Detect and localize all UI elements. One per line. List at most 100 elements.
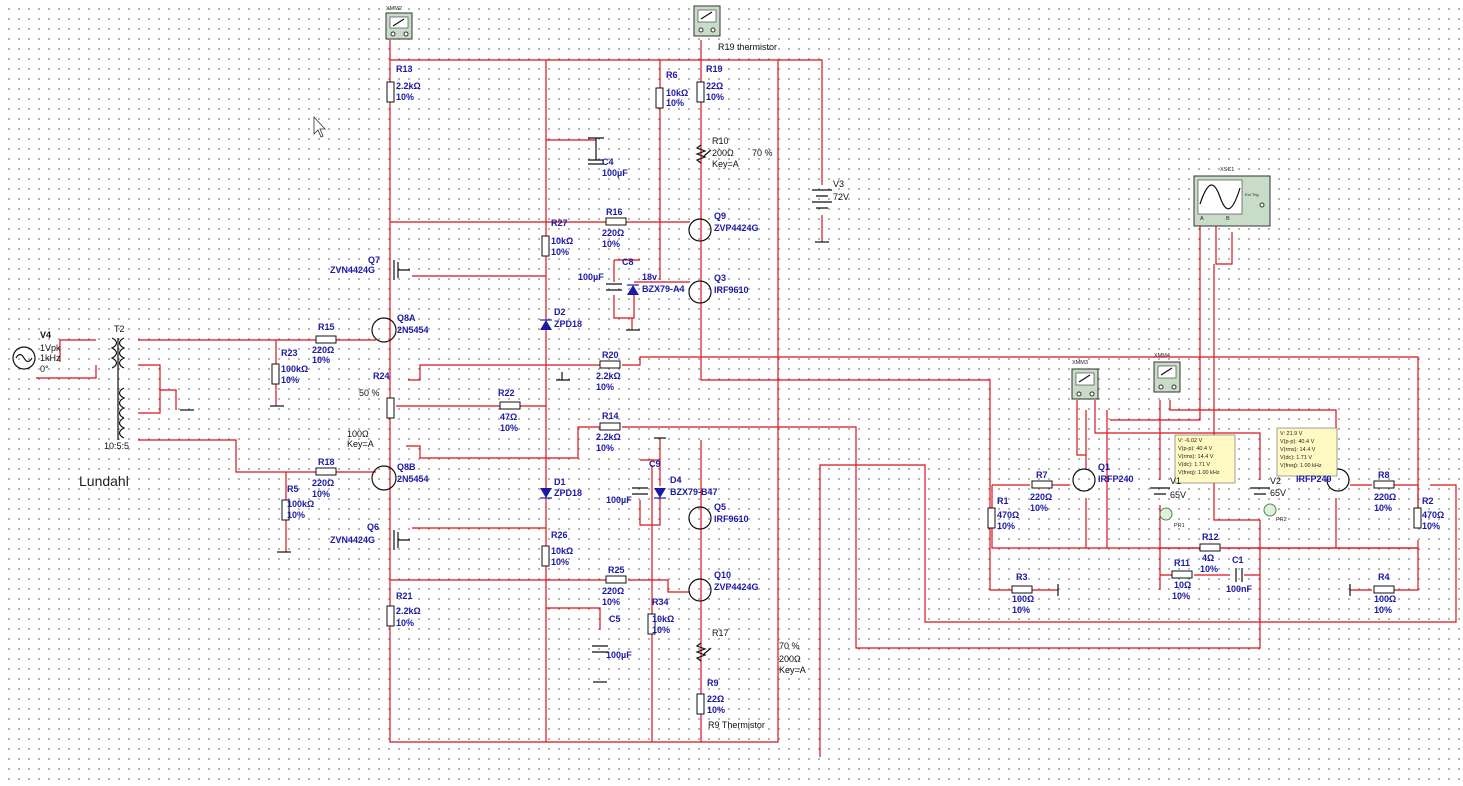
components-r19-name-label: R19 (706, 64, 723, 74)
source-symbols[interactable] (12, 189, 1277, 521)
components-r26-v-label: 10kΩ (551, 546, 573, 556)
components-c4-v-label: 100µF (602, 168, 628, 178)
xmm2-label: XMM2 (386, 6, 402, 12)
components-r7-t-label: 10% (1030, 503, 1048, 513)
components-q6-name-label: Q6 (367, 522, 379, 532)
components-q7-p-label: ZVN4424G (330, 265, 375, 275)
components-r21-v-label: 2.2kΩ (396, 606, 421, 616)
components-r8-name-label: R8 (1378, 470, 1390, 480)
lundahl-label: Lundahl (79, 473, 129, 489)
components-r10-name-label: R10 (712, 136, 729, 146)
components-r14-v-label: 2.2kΩ (596, 432, 621, 442)
components-c4-name-label: C4 (602, 157, 614, 167)
components-c9-name-label: C9 (649, 459, 661, 469)
components-r22-name-label: R22 (498, 388, 515, 398)
components-d2-p-label: ZPD18 (554, 319, 582, 329)
components-d1-name-label: D1 (554, 477, 566, 487)
components-r6-name-label: R6 (666, 70, 678, 80)
oscilloscope-xsc1[interactable]: XSC1 Ext Trig A B (1193, 167, 1271, 227)
components-r10-v-label: 200Ω (712, 148, 734, 158)
components-c8-name-label: C8 (622, 257, 634, 267)
components-r5-v-label: 100kΩ (287, 499, 314, 509)
pr1-line-4: V(freq): 1.00 kHz (1178, 470, 1220, 476)
components-r22-v-label: 47Ω (500, 412, 517, 422)
components-r25-t-label: 10% (602, 597, 620, 607)
components-r17-name-label: R17 (712, 628, 729, 638)
components-r2-t-label: 10% (1422, 521, 1440, 531)
components-r10-key-label: Key=A (712, 159, 739, 169)
resistor-symbols (271, 81, 1422, 715)
components-q6-p-label: ZVN4424G (330, 535, 375, 545)
components-r26-name-label: R26 (551, 530, 568, 540)
components-r10-pct-label: 70 % (752, 148, 773, 158)
components-r14-t-label: 10% (596, 443, 614, 453)
components-r22-t-label: 10% (500, 423, 518, 433)
components-q10-name-label: Q10 (714, 570, 731, 580)
components-r21-name-label: R21 (396, 591, 413, 601)
v3-name: V3 (833, 179, 844, 189)
wires (36, 40, 1457, 757)
components-r13-t-label: 10% (396, 92, 414, 102)
components-r27-v-label: 10kΩ (551, 236, 573, 246)
multimeter-xmm4[interactable]: XMM4 (1153, 353, 1181, 393)
components-c8-p-label: BZX79-A4 (642, 284, 685, 294)
multimeter-xmm3[interactable]: XMM3 (1071, 360, 1099, 400)
components-q7-name-label: Q7 (368, 255, 380, 265)
multimeter-xmm1[interactable] (693, 5, 721, 37)
r9-note: R9 Thermistor (708, 720, 765, 730)
components-c1-name-label: C1 (1232, 555, 1244, 565)
components-r9-v-label: 22Ω (707, 694, 724, 704)
components-r4-t-label: 10% (1374, 605, 1392, 615)
pr2-line-0: V: 21.9 V (1280, 431, 1303, 437)
v3-v: 72V (833, 192, 849, 202)
component-labels: R19 thermistor R9 Thermistor V4 1Vpk 1kH… (40, 42, 1444, 730)
components-r23-t-label: 10% (281, 375, 299, 385)
transistor-symbols[interactable] (371, 218, 1350, 602)
pr2-line-4: V(freq): 1.00 kHz (1280, 463, 1322, 469)
components-q3-p-label: IRF9610 (714, 285, 749, 295)
components-q8b-name-label: Q8B (397, 462, 416, 472)
pr1-line-2: V(rms): 14.4 V (1178, 454, 1214, 460)
v4-name: V4 (40, 330, 51, 340)
components-r24-pct-label: 50 % (359, 388, 380, 398)
components-c8-z-label: 18v (642, 272, 657, 282)
components-q9-p-label: ZVP4424G (714, 223, 759, 233)
v2-v: 65V (1270, 488, 1286, 498)
components-r34-t-label: 10% (652, 625, 670, 635)
components-r23-name-label: R23 (281, 348, 298, 358)
components-r12-name-label: R12 (1202, 532, 1219, 542)
components-r25-v-label: 220Ω (602, 586, 624, 596)
components-q2-p-label: IRFP240 (1296, 474, 1332, 484)
components-r21-t-label: 10% (396, 618, 414, 628)
v1-v: 65V (1170, 490, 1186, 500)
components-r24-v-label: 100Ω (347, 429, 369, 439)
components-r18-v-label: 220Ω (312, 478, 334, 488)
probe-pr1-readout[interactable]: V: -6.02 V V(p-p): 40.4 V V(rms): 14.4 V… (1174, 434, 1236, 484)
pr2-line-1: V(p-p): 40.4 V (1280, 439, 1315, 445)
components-r3-v-label: 100Ω (1012, 594, 1034, 604)
v2-probe: PR2 (1276, 517, 1287, 523)
components-r20-v-label: 2.2kΩ (596, 371, 621, 381)
components-r15-name-label: R15 (318, 322, 335, 332)
diode-symbols[interactable] (540, 284, 666, 499)
components-r16-v-label: 220Ω (602, 228, 624, 238)
components-q3-name-label: Q3 (714, 273, 726, 283)
components-r15-t-label: 10% (312, 355, 330, 365)
components-r19-v-label: 22Ω (706, 81, 723, 91)
components-c9-v-label: 100µF (606, 495, 632, 505)
components-r9-t-label: 10% (707, 705, 725, 715)
multimeter-xmm2[interactable]: XMM2 (385, 6, 413, 40)
components-r17-v-label: 200Ω (779, 654, 801, 664)
components-q8a-name-label: Q8A (397, 313, 416, 323)
probe-pr2-readout[interactable]: V: 21.9 V V(p-p): 40.4 V V(rms): 14.4 V … (1276, 427, 1338, 477)
components-r3-name-label: R3 (1016, 572, 1028, 582)
v4-v: 1Vpk (40, 343, 61, 353)
components-r6-t-label: 10% (666, 98, 684, 108)
xsc1-ch-a: A (1200, 216, 1204, 222)
components-r2-v-label: 470Ω (1422, 510, 1444, 520)
components-d1-p-label: ZPD18 (554, 488, 582, 498)
components-c8-v-label: 100µF (578, 272, 604, 282)
components-r11-name-label: R11 (1174, 558, 1190, 568)
